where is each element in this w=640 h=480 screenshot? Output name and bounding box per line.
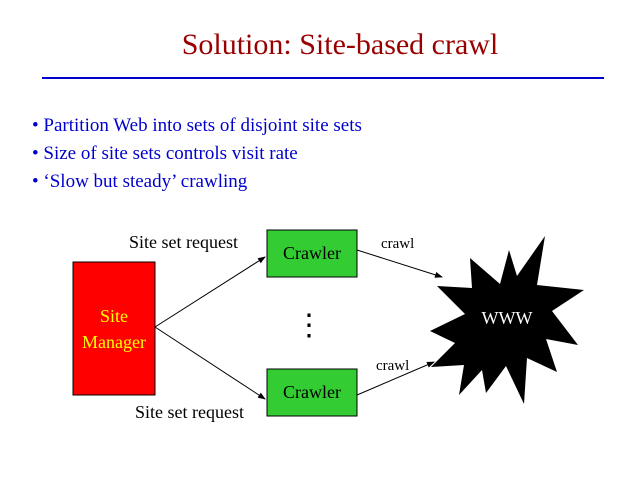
crawl-label-bottom: crawl (376, 358, 410, 374)
site-manager-box (72, 261, 156, 396)
request-label-bottom: Site set request (135, 402, 244, 422)
slide-title: Solution: Site-based crawl (181, 28, 499, 61)
www-label: WWW (481, 308, 533, 328)
crawler-box-top (266, 229, 358, 278)
bullet-item: • ‘Slow but steady’ crawling (32, 171, 248, 192)
request-label-top: Site set request (129, 232, 238, 252)
crawler-box-bottom (266, 368, 358, 417)
www-starburst (430, 236, 584, 404)
crawler-label-top: Crawler (283, 243, 341, 263)
ellipsis-vertical: ⋮ (294, 309, 324, 342)
crawl-label-top: crawl (381, 236, 415, 252)
site-manager-label-1: Site (99, 306, 128, 326)
request-arrow-bottom (154, 326, 266, 400)
title-divider (42, 77, 604, 79)
crawl-arrow-top (356, 249, 443, 278)
site-manager-label-2: Manager (82, 332, 146, 352)
request-arrow-top (154, 256, 266, 328)
bullet-item: • Partition Web into sets of disjoint si… (32, 115, 362, 136)
crawl-arrow-bottom (356, 361, 435, 396)
crawler-label-bottom: Crawler (283, 382, 341, 402)
bullet-item: • Size of site sets controls visit rate (32, 143, 298, 164)
